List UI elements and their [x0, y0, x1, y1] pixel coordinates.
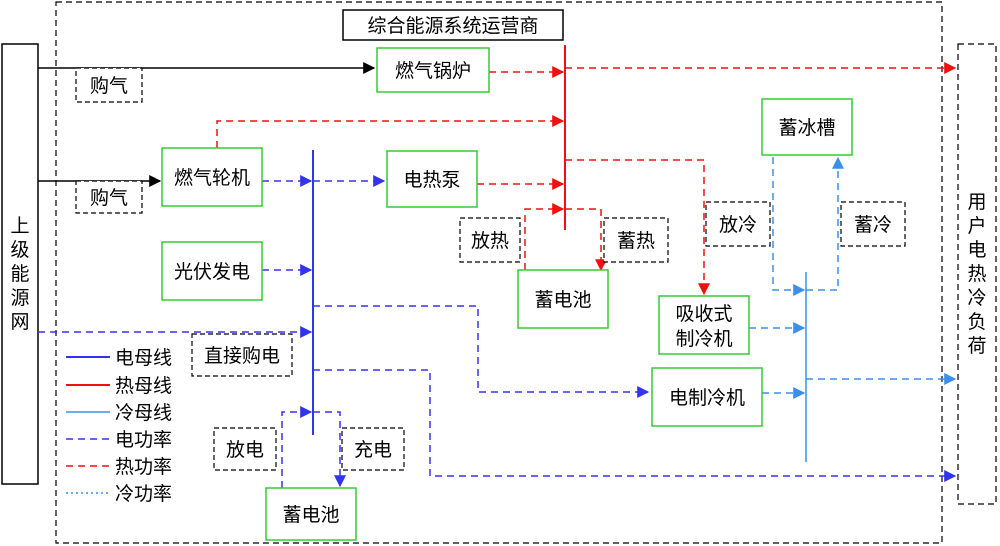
- charge-box: [341, 427, 405, 471]
- component-labels: 燃气锅炉 燃气轮机 光伏发电 电热泵 蓄电池 吸收式 制冷机 电制冷机 蓄冰槽 …: [174, 60, 836, 526]
- ice-storage-box: [761, 98, 853, 156]
- store-heat-label: 蓄热: [617, 230, 655, 252]
- gas-turbine-box: [161, 147, 263, 207]
- battery-charge: [313, 411, 346, 488]
- svg-text:源: 源: [10, 287, 29, 309]
- electric-chiller-label: 电制冷机: [669, 387, 745, 409]
- legend-heat-bus: 热母线: [115, 375, 172, 397]
- thermal-battery-box: [517, 269, 609, 329]
- release-cold-box: [705, 201, 771, 247]
- heat-bus-to-absorption: [565, 159, 710, 296]
- svg-text:用: 用: [967, 191, 986, 213]
- electric-bus-to-chiller: [313, 305, 650, 398]
- heat-pump-box: [386, 150, 478, 208]
- flow-labels: 购气 购气 直接购电 放热 蓄热 放冷 蓄冷 放电 充电: [90, 75, 892, 461]
- release-heat-label: 放热: [471, 230, 509, 252]
- svg-text:热: 热: [967, 263, 986, 285]
- title-box: [342, 9, 564, 41]
- buy-gas-label-2: 购气: [90, 187, 128, 209]
- legend: 电母线 热母线 冷母线 电功率 热功率 冷功率: [66, 347, 172, 505]
- electric-bus-to-user: [313, 369, 957, 482]
- svg-text:网: 网: [10, 311, 29, 333]
- direct-buy-power-box: [191, 333, 293, 377]
- legend-cold-bus: 冷母线: [115, 402, 172, 424]
- release-cold-label: 放冷: [719, 214, 757, 236]
- user-load-label: 用 户 电 热 冷 负 荷: [967, 191, 986, 357]
- buy-gas-box-2: [75, 180, 143, 214]
- absorption-chiller-box: [658, 295, 750, 355]
- svg-text:级: 级: [10, 239, 29, 261]
- svg-text:负: 负: [967, 311, 986, 333]
- legend-heat-power: 热功率: [115, 456, 172, 478]
- svg-text:能: 能: [10, 263, 29, 285]
- buy-gas-box-1: [75, 67, 143, 103]
- svg-text:荷: 荷: [967, 335, 986, 357]
- upper-grid-label: 上 级 能 源 网: [10, 215, 29, 333]
- battery-box: [265, 487, 357, 541]
- thermal-storage-release: [524, 203, 565, 270]
- pv-box: [161, 241, 263, 301]
- heat-pump-label: 电热泵: [403, 169, 460, 191]
- discharge-box: [213, 427, 277, 471]
- turbine-heat-to-bus: [216, 115, 565, 148]
- page-title: 综合能源系统运营商: [367, 15, 538, 37]
- absorption-chiller-label-1: 吸收式: [675, 303, 732, 325]
- legend-electric-bus: 电母线: [115, 347, 172, 369]
- absorption-chiller-label-2: 制冷机: [675, 328, 732, 350]
- svg-text:上: 上: [10, 215, 29, 237]
- thermal-battery-label: 蓄电池: [534, 289, 591, 311]
- legend-cold-power: 冷功率: [115, 483, 172, 505]
- svg-text:户: 户: [967, 215, 986, 237]
- ice-store-cold: [806, 156, 844, 291]
- ice-storage-label: 蓄冰槽: [778, 117, 835, 139]
- direct-buy-power-label: 直接购电: [204, 345, 280, 367]
- ice-release-cold: [772, 157, 806, 296]
- operator-frame: [55, 1, 943, 544]
- pv-label: 光伏发电: [174, 261, 250, 283]
- charge-label: 充电: [354, 439, 392, 461]
- release-heat-box: [459, 217, 521, 263]
- user-load-box: [957, 43, 997, 505]
- battery-discharge: [281, 406, 313, 488]
- store-cold-box: [840, 201, 906, 247]
- battery-label: 蓄电池: [282, 504, 339, 526]
- gas-boiler-label: 燃气锅炉: [395, 60, 471, 82]
- svg-text:冷: 冷: [967, 287, 986, 309]
- upper-grid-box: [1, 43, 39, 485]
- store-cold-label: 蓄冷: [854, 214, 892, 236]
- gas-turbine-label: 燃气轮机: [174, 167, 250, 189]
- store-heat-box: [603, 217, 669, 263]
- thermal-storage-charge: [565, 208, 607, 272]
- electric-chiller-box: [651, 367, 763, 427]
- discharge-label: 放电: [226, 439, 264, 461]
- svg-text:电: 电: [967, 239, 986, 261]
- legend-electric-power: 电功率: [115, 429, 172, 451]
- buy-gas-label-1: 购气: [90, 75, 128, 97]
- gas-boiler-box: [376, 47, 490, 93]
